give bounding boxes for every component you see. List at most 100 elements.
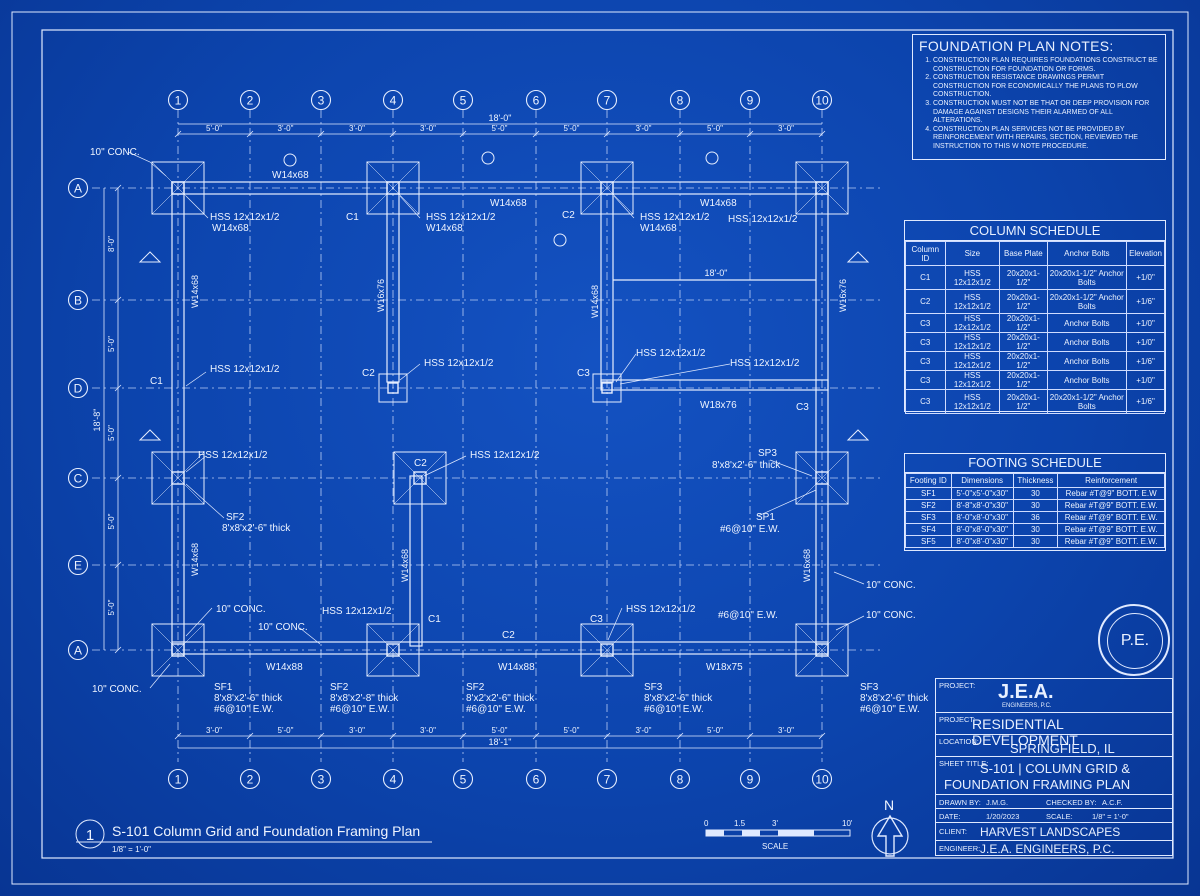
tb-date-row: DATE: 1/20/2023 SCALE: 1/8" = 1'-0" — [936, 809, 1172, 823]
grid-number: 9 — [747, 94, 754, 108]
tb-client-label: CLIENT: — [939, 827, 967, 836]
label-c2-top: C2 — [562, 210, 575, 221]
grid-bubble-row: D — [67, 377, 89, 399]
grid-bubble-col: 4 — [382, 89, 404, 111]
dimension-label: 5'-0" — [564, 726, 580, 735]
label-sf3b-size: 8'x8'x2'-6" thick — [860, 693, 929, 704]
tb-client-row: CLIENT: HARVEST LANDSCAPES — [936, 823, 1172, 841]
column-base-plate — [592, 373, 622, 403]
label-hss-d1: HSS 12x12x1/2 — [210, 364, 280, 375]
table-cell: 30 — [1012, 499, 1059, 512]
grid-bubble-col: 9 — [739, 89, 761, 111]
scale-1: 1.5 — [734, 819, 746, 828]
table-cell: 8'-0"x8'-0"x30" — [950, 535, 1014, 548]
dimension-label: 5'-0" — [492, 726, 508, 735]
table-cell: 30 — [1012, 523, 1059, 536]
tb-engineer: J.E.A. ENGINEERS, P.C. — [980, 842, 1115, 856]
dimension-label: 5'-0" — [107, 425, 116, 441]
tb-sheet-title-1: S-101 | COLUMN GRID & — [980, 761, 1131, 776]
label-hss-c4: HSS 12x12x1/2 — [470, 450, 540, 461]
tb-project-label: PROJECT: — [939, 681, 976, 690]
dimension-label: 5'-0" — [707, 726, 723, 735]
section-markers — [138, 151, 870, 441]
footing-header: Reinforcement — [1057, 473, 1165, 488]
dimension-label: 3'-0" — [636, 726, 652, 735]
table-cell: C3 — [905, 389, 946, 414]
dimension-label: 8'-0" — [107, 236, 116, 252]
grid-number: 10 — [815, 94, 829, 108]
grid-number: 5 — [460, 94, 467, 108]
grid-bubble-row: A — [67, 177, 89, 199]
spread-footing — [393, 451, 447, 505]
table-cell: 20x20x1-1/2" — [999, 313, 1048, 333]
label-conc-tl: 10" CONC. — [90, 147, 140, 158]
drawing-title-text: S-101 Column Grid and Foundation Framing… — [112, 823, 420, 839]
footing-header: Thickness — [1012, 473, 1059, 488]
tb-scale: 1/8" = 1'-0" — [1092, 812, 1129, 821]
label-sf2a-size: 8'x8'x2'-8" thick — [330, 693, 399, 704]
label-c3-bot: C3 — [590, 614, 603, 625]
label-sf1: SF1 — [214, 682, 233, 693]
scale-0: 0 — [704, 819, 709, 828]
note-item: Construction must not be that or deep pr… — [933, 100, 1159, 126]
grid-number: 3 — [318, 773, 325, 787]
tb-date-label: DATE: — [939, 812, 961, 821]
grid-number: 6 — [533, 94, 540, 108]
table-cell: +1/0" — [1126, 265, 1165, 290]
tb-sheet-row: SHEET TITLE: S-101 | COLUMN GRID & FOUND… — [936, 757, 1172, 795]
col-header: Column ID — [905, 241, 946, 266]
table-cell: C3 — [905, 351, 946, 371]
tb-sheet-label: SHEET TITLE: — [939, 759, 989, 768]
table-cell: Anchor Bolts — [1046, 351, 1128, 371]
table-cell: Rebar #T@9" BOTT. E.W. — [1057, 499, 1165, 512]
beam-label-v-right: W16x76 — [838, 279, 848, 312]
beam-label-top-3: W14x68 — [700, 198, 737, 209]
label-sp1-rebar: #6@10" E.W. — [720, 524, 780, 535]
col-header: Elevation — [1126, 241, 1165, 266]
note-item: Construction resistance drawings permit … — [933, 74, 1159, 100]
grid-number: 4 — [390, 94, 397, 108]
grid-number: 4 — [390, 773, 397, 787]
beam-label-v-col4: W16x76 — [376, 279, 386, 312]
table-cell: HSS 12x12x1/2 — [944, 265, 1001, 290]
spread-footing — [151, 623, 205, 677]
grid-bubble-col: 1 — [167, 768, 189, 790]
table-cell: 20x20x1-1/2" — [999, 332, 1048, 352]
drawing-number: 1 — [86, 827, 94, 844]
table-cell: 30 — [1012, 487, 1059, 500]
scale-2: 3' — [772, 819, 778, 828]
notes-title: FOUNDATION PLAN NOTES: — [919, 38, 1114, 54]
label-conc-bl1: 10" CONC. — [216, 604, 266, 615]
label-c2-bot: C2 — [502, 630, 515, 641]
label-hss-b7: HSS 12x12x1/2 — [626, 604, 696, 615]
label-rebar-b7: #6@10" E.W. — [718, 610, 778, 621]
label-hss-d4: HSS 12x12x1/2 — [424, 358, 494, 369]
table-cell: SF2 — [905, 499, 952, 512]
label-hss-b4: HSS 12x12x1/2 — [322, 606, 392, 617]
grid-number: 7 — [604, 94, 611, 108]
table-cell: 20x20x1-1/2" Anchor Bolts — [1046, 289, 1128, 314]
grid-bubble-col: 5 — [452, 768, 474, 790]
table-cell: Rebar #T@9" BOTT. E.W. — [1057, 523, 1165, 536]
column-schedule-title: COLUMN SCHEDULE — [905, 221, 1165, 241]
grid-number: 6 — [533, 773, 540, 787]
spread-footing — [151, 161, 205, 215]
dimension-label: 3'-0" — [349, 726, 365, 735]
dimension-strings: 5'-0"3'-0"3'-0"3'-0"5'-0"5'-0"3'-0"5'-0"… — [92, 113, 826, 749]
grid-number: 10 — [815, 773, 829, 787]
beam-label-top-2: W14x68 — [490, 198, 527, 209]
grid-letter: A — [74, 182, 82, 196]
footing-schedule-title: FOOTING SCHEDULE — [905, 454, 1165, 473]
grid-bubble-col: 10 — [811, 89, 833, 111]
table-cell: +1/6" — [1126, 289, 1165, 314]
detail-marker-3 — [705, 151, 719, 165]
table-cell: SF5 — [905, 535, 952, 548]
tb-sheet-title-2: FOUNDATION FRAMING PLAN — [944, 777, 1131, 792]
table-cell: HSS 12x12x1/2 — [944, 370, 1001, 390]
scale-bar: 0 1.5 3' 10' SCALE — [704, 819, 853, 851]
